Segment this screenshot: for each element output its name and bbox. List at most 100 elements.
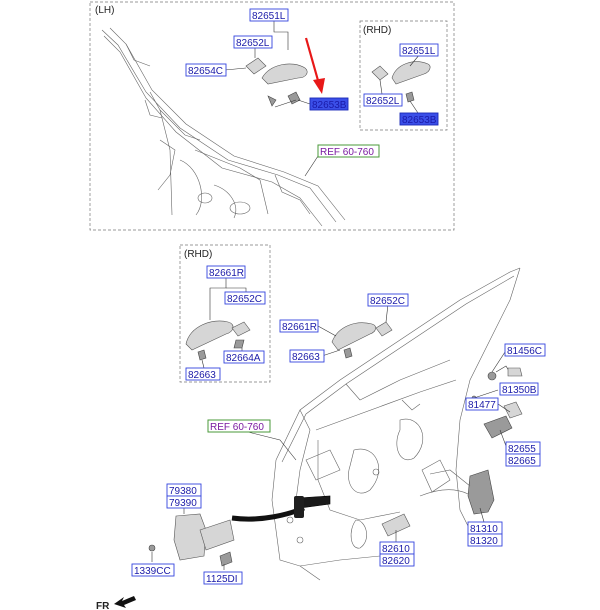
outside-handle-lh xyxy=(261,63,308,85)
svg-text:82652C: 82652C xyxy=(227,294,262,305)
label-1125DI[interactable]: 1125DI xyxy=(203,571,243,585)
label-82655[interactable]: 82655 xyxy=(505,441,541,455)
label-81350B[interactable]: 81350B xyxy=(499,382,539,396)
label-82653B-highlighted[interactable]: 82653B xyxy=(309,97,349,111)
label-81456C[interactable]: 81456C xyxy=(504,343,546,357)
svg-text:81456C: 81456C xyxy=(507,346,542,357)
svg-text:82661R: 82661R xyxy=(282,322,317,333)
svg-text:82653B: 82653B xyxy=(402,115,437,126)
upper-rhd-border xyxy=(359,20,448,131)
svg-text:1125DI: 1125DI xyxy=(206,574,238,585)
inside-handle-cover xyxy=(375,321,393,337)
upper-lh-panel: (LH) xyxy=(89,1,455,231)
handle-cover-lh xyxy=(245,57,267,75)
label-81320[interactable]: 81320 xyxy=(467,533,503,547)
upper-rhd-title: (RHD) xyxy=(363,25,391,36)
lower-rhd-border xyxy=(179,244,271,383)
svg-text:82665: 82665 xyxy=(508,456,536,467)
lower-rhd-label-82664A[interactable]: 82664A xyxy=(223,350,265,364)
upper-rhd-inset: (RHD) 82651L 82652L 82653B xyxy=(359,20,448,131)
label-79380[interactable]: 79380 xyxy=(166,483,202,497)
upper-door-frame xyxy=(101,27,346,227)
rhd-label-82651L[interactable]: 82651L xyxy=(399,43,439,57)
svg-text:REF 60-760: REF 60-760 xyxy=(320,147,374,158)
upper-panel-title: (LH) xyxy=(95,5,114,16)
svg-text:82663: 82663 xyxy=(292,352,320,363)
label-82665[interactable]: 82665 xyxy=(505,453,541,467)
svg-text:82664A: 82664A xyxy=(226,353,261,364)
svg-text:79390: 79390 xyxy=(169,498,197,509)
rhd-label-82652L[interactable]: 82652L xyxy=(363,93,403,107)
label-82652C[interactable]: 82652C xyxy=(367,293,409,307)
lower-rhd-inset: (RHD) 82661R 82652C 82664A 82663 xyxy=(179,244,271,383)
label-81310[interactable]: 81310 xyxy=(467,521,503,535)
svg-text:REF 60-760: REF 60-760 xyxy=(210,422,264,433)
handle-pad-lh xyxy=(267,95,277,107)
label-82654C[interactable]: 82654C xyxy=(185,63,227,77)
inside-handle-cover-rhd xyxy=(231,321,251,337)
red-pointer-arrow xyxy=(304,37,325,94)
rhd-label-82653B-highlighted[interactable]: 82653B xyxy=(399,112,439,126)
door-hinge-upper xyxy=(173,513,207,561)
svg-text:82652L: 82652L xyxy=(366,96,400,107)
handle-pad-rhd xyxy=(233,339,245,349)
upper-panel-border xyxy=(89,1,455,231)
label-79390[interactable]: 79390 xyxy=(166,495,202,509)
lock-rod xyxy=(503,401,523,419)
handle-cover-rhd xyxy=(371,65,389,81)
ref-label-60-760-upper[interactable]: REF 60-760 xyxy=(317,144,380,158)
door-latch xyxy=(467,469,495,515)
svg-text:82651L: 82651L xyxy=(252,11,286,22)
outside-handle-rhd xyxy=(391,61,431,85)
inside-handle xyxy=(331,322,376,351)
cylinder-cap xyxy=(507,367,523,377)
bolt-1125DI xyxy=(219,551,233,567)
lower-rhd-title: (RHD) xyxy=(184,249,212,260)
svg-text:81320: 81320 xyxy=(470,536,498,547)
svg-text:79380: 79380 xyxy=(169,486,197,497)
label-82610[interactable]: 82610 xyxy=(379,541,415,555)
check-link-cable xyxy=(231,505,305,522)
inside-handle-cap-rhd xyxy=(197,349,207,361)
ref-label-60-760-lower[interactable]: REF 60-760 xyxy=(207,419,271,433)
inside-handle-cap xyxy=(343,347,353,359)
lower-rhd-label-82661R[interactable]: 82661R xyxy=(206,265,246,279)
front-arrow-icon xyxy=(114,596,136,608)
label-82652L[interactable]: 82652L xyxy=(233,35,273,49)
svg-text:82652C: 82652C xyxy=(370,296,405,307)
label-81477[interactable]: 81477 xyxy=(465,397,499,411)
label-1339CC[interactable]: 1339CC xyxy=(131,563,175,577)
svg-text:81477: 81477 xyxy=(468,400,496,411)
lower-door-assembly xyxy=(148,267,523,581)
svg-text:82654C: 82654C xyxy=(188,66,223,77)
svg-text:82655: 82655 xyxy=(508,444,536,455)
svg-text:1339CC: 1339CC xyxy=(134,566,171,577)
door-hinge-lower xyxy=(199,519,235,551)
svg-text:82663: 82663 xyxy=(188,370,216,381)
inside-handle-rhd xyxy=(185,320,234,351)
handle-cap-lh xyxy=(287,91,301,105)
svg-text:82620: 82620 xyxy=(382,556,410,567)
front-label: FR xyxy=(96,601,110,610)
label-82661R[interactable]: 82661R xyxy=(279,319,319,333)
svg-text:81350B: 81350B xyxy=(502,385,537,396)
lower-rhd-label-82663[interactable]: 82663 xyxy=(185,367,221,381)
outside-handle-frame xyxy=(381,513,411,537)
door-checker-body xyxy=(294,496,304,518)
lower-rhd-label-82652C[interactable]: 82652C xyxy=(224,291,266,305)
svg-text:82651L: 82651L xyxy=(402,46,436,57)
front-direction-indicator: FR xyxy=(96,596,136,610)
svg-text:82652L: 82652L xyxy=(236,38,270,49)
label-82620[interactable]: 82620 xyxy=(379,553,415,567)
bolt-1339CC xyxy=(148,544,156,552)
svg-text:81310: 81310 xyxy=(470,524,498,535)
handle-cap-rhd xyxy=(405,91,415,103)
label-82663[interactable]: 82663 xyxy=(289,349,325,363)
label-82651L[interactable]: 82651L xyxy=(249,8,289,22)
svg-text:82653B: 82653B xyxy=(312,100,347,111)
svg-text:82661R: 82661R xyxy=(209,268,244,279)
striker-bracket xyxy=(483,415,513,439)
lock-cylinder xyxy=(487,371,497,381)
svg-text:82610: 82610 xyxy=(382,544,410,555)
